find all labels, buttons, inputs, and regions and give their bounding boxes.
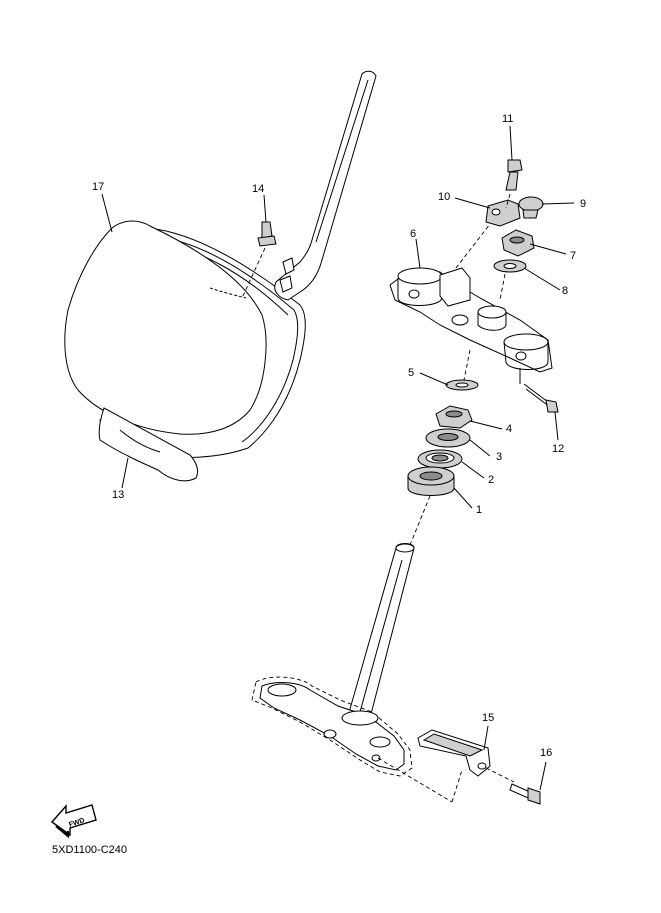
part-label-6: 6 bbox=[410, 228, 416, 240]
nut-7 bbox=[501, 229, 535, 257]
bracket-15 bbox=[417, 729, 491, 777]
bolt-16 bbox=[485, 767, 541, 805]
bolt-11 bbox=[505, 159, 523, 209]
bearing-2 bbox=[417, 449, 463, 469]
part-label-3: 3 bbox=[496, 451, 502, 463]
part-label-14: 14 bbox=[252, 183, 264, 195]
part-label-13: 13 bbox=[112, 489, 124, 501]
upper-bracket bbox=[389, 267, 553, 384]
diagram-code: 5XD1100-C240 bbox=[52, 844, 127, 856]
washer-8 bbox=[493, 259, 527, 273]
part-label-12: 12 bbox=[552, 443, 564, 455]
part-label-17: 17 bbox=[92, 181, 104, 193]
leader-lines bbox=[101, 125, 575, 791]
number-plate bbox=[64, 220, 306, 482]
bearing-1 bbox=[407, 466, 455, 496]
part-label-8: 8 bbox=[562, 285, 568, 297]
part-label-1: 1 bbox=[476, 504, 482, 516]
part-label-16: 16 bbox=[540, 747, 552, 759]
seal-3 bbox=[425, 428, 471, 448]
fwd-arrow-icon: FWD bbox=[50, 804, 97, 839]
part-label-2: 2 bbox=[488, 474, 494, 486]
bolt-12 bbox=[523, 383, 559, 413]
part-label-10: 10 bbox=[438, 191, 450, 203]
handlebar-clamp bbox=[455, 199, 521, 269]
part-label-4: 4 bbox=[506, 423, 512, 435]
part-label-11: 11 bbox=[502, 113, 513, 125]
washer-5 bbox=[445, 379, 479, 391]
steering-stem bbox=[251, 543, 463, 803]
part-label-5: 5 bbox=[408, 367, 414, 379]
plate-stay bbox=[274, 70, 377, 301]
part-label-9: 9 bbox=[580, 198, 586, 210]
part-label-7: 7 bbox=[570, 250, 576, 262]
part-label-15: 15 bbox=[482, 712, 494, 724]
cap-9 bbox=[518, 196, 544, 219]
ring-nut-4 bbox=[435, 405, 473, 429]
bolt-14 bbox=[241, 221, 277, 299]
fwd-label: FWD bbox=[68, 817, 85, 829]
